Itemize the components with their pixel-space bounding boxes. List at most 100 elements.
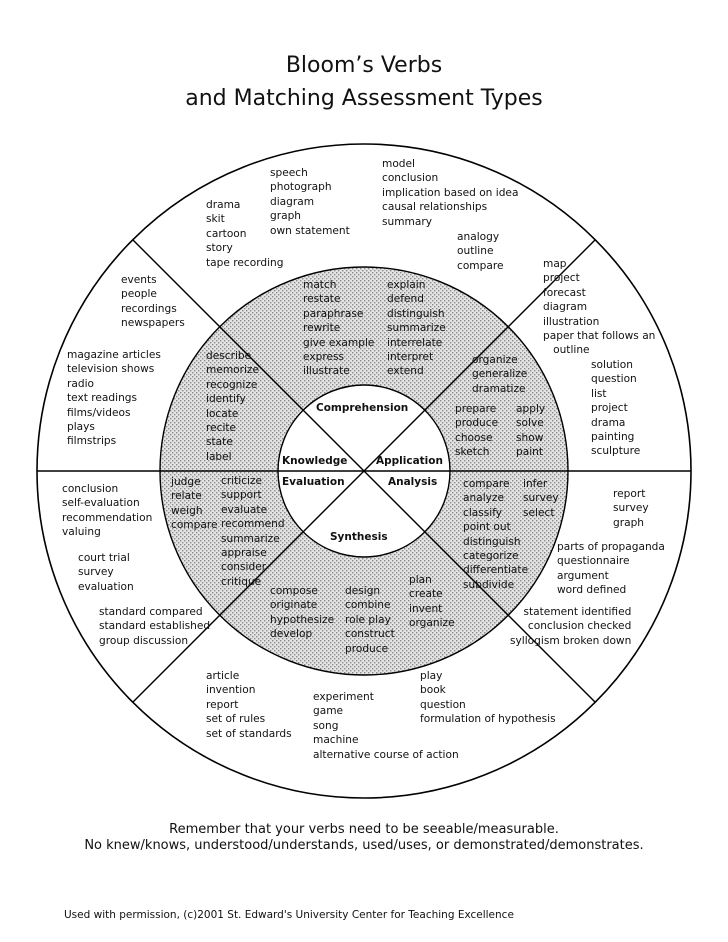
verbs-evaluation-a-item: relate bbox=[171, 490, 202, 503]
verbs-comprehension-b-item: explain bbox=[387, 279, 426, 291]
verbs-evaluation-b-item: summarize bbox=[221, 532, 280, 545]
verbs-synthesis-c-item: plan bbox=[409, 574, 432, 586]
verbs-evaluation-a-item: weigh bbox=[171, 504, 203, 517]
assessments-upper-left-2-item: filmstrips bbox=[67, 435, 117, 448]
assessments-upper-left-1-item: newspapers bbox=[121, 317, 185, 330]
assessments-lower-left-3-item: standard compared bbox=[99, 606, 203, 618]
assessments-upper-right-1-item: map bbox=[543, 258, 567, 270]
verbs-knowledge-item: memorize bbox=[206, 364, 260, 377]
assessments-top-2-item: graph bbox=[270, 210, 302, 223]
assessments-upper-left-2-item: magazine articles bbox=[67, 349, 161, 361]
assessments-top-3-item: causal relationships bbox=[382, 201, 488, 214]
verbs-analysis-a-item: distinguish bbox=[463, 535, 521, 548]
category-synthesis: Synthesis bbox=[330, 531, 388, 543]
assessments-bottom-3-item: play bbox=[420, 670, 443, 682]
assessments-upper-left-2-item: text readings bbox=[67, 392, 138, 405]
assessments-bottom-2-item: alternative course of action bbox=[313, 748, 459, 761]
assessments-upper-right-1-item: illustration bbox=[543, 315, 600, 328]
verbs-knowledge-item: recognize bbox=[206, 378, 258, 391]
verbs-comprehension-a-item: restate bbox=[303, 293, 341, 306]
verbs-knowledge-item: label bbox=[206, 450, 232, 463]
assessments-bottom-1-item: set of standards bbox=[206, 727, 292, 740]
verbs-evaluation-a-item: judge bbox=[171, 476, 201, 488]
verbs-comprehension-b-item: distinguish bbox=[387, 307, 445, 320]
assessments-top-4-item: analogy bbox=[457, 231, 500, 243]
verbs-comprehension-a-item: give example bbox=[303, 336, 375, 349]
verbs-synthesis-b-item: construct bbox=[345, 628, 395, 641]
verbs-synthesis-c-item: organize bbox=[409, 617, 455, 630]
verbs-evaluation-b-item: consider bbox=[221, 561, 267, 574]
verbs-analysis-a-item: compare bbox=[463, 478, 510, 490]
verbs-analysis-a-item: categorize bbox=[463, 550, 519, 563]
category-evaluation: Evaluation bbox=[282, 476, 345, 488]
assessments-lower-right-3-item: conclusion checked bbox=[527, 620, 632, 633]
verbs-synthesis-b-item: role play bbox=[345, 613, 391, 626]
assessments-top-3-item: conclusion bbox=[382, 172, 439, 185]
verbs-analysis-b-item: survey bbox=[523, 492, 559, 505]
assessments-lower-left-1-item: self-evaluation bbox=[62, 497, 140, 510]
verbs-comprehension-b-item: summarize bbox=[387, 322, 446, 335]
assessments-lower-right-2-item: argument bbox=[557, 569, 609, 582]
category-comprehension: Comprehension bbox=[316, 402, 409, 414]
verbs-evaluation-b-item: evaluate bbox=[221, 503, 268, 516]
note-line-1: Remember that your verbs need to be seea… bbox=[169, 822, 559, 837]
verbs-application-c-item: apply bbox=[516, 403, 546, 415]
assessments-lower-right-2-item: questionnaire bbox=[557, 555, 630, 568]
assessments-bottom-3-item: book bbox=[420, 684, 446, 697]
verbs-evaluation-b-item: recommend bbox=[221, 518, 285, 531]
assessments-lower-left-3-item: standard established bbox=[99, 620, 211, 633]
verbs-knowledge-item: recite bbox=[206, 422, 237, 435]
verbs-synthesis-b-item: combine bbox=[345, 599, 391, 612]
verbs-synthesis-c-item: invent bbox=[409, 602, 443, 615]
assessments-top-3-item: model bbox=[382, 158, 415, 170]
verbs-knowledge-item: identify bbox=[206, 393, 246, 406]
assessments-top-4-item: compare bbox=[457, 259, 504, 272]
verbs-evaluation-b-item: critique bbox=[221, 575, 262, 588]
verbs-application-c-item: show bbox=[516, 431, 544, 444]
verbs-evaluation-b-item: support bbox=[221, 489, 262, 502]
verbs-analysis-a-item: classify bbox=[463, 506, 503, 519]
assessments-lower-left-2-item: court trial bbox=[78, 552, 130, 564]
assessments-upper-right-2-item: question bbox=[591, 373, 637, 386]
title-line-1: Bloom’s Verbs bbox=[285, 53, 443, 78]
assessments-upper-right-2-item: project bbox=[591, 402, 628, 415]
assessments-upper-right-2-item: solution bbox=[591, 359, 633, 371]
verbs-evaluation-a-item: compare bbox=[171, 519, 218, 532]
assessments-lower-left-2-item: evaluation bbox=[78, 580, 134, 593]
verbs-analysis-b-item: select bbox=[523, 506, 555, 519]
assessments-upper-left-1-item: recordings bbox=[121, 302, 177, 315]
assessments-upper-left-2-item: radio bbox=[67, 377, 94, 390]
assessments-top-4-item: outline bbox=[457, 245, 494, 258]
verbs-comprehension-a-item: illustrate bbox=[303, 365, 350, 378]
verbs-application-c-item: paint bbox=[516, 446, 544, 459]
verbs-application-c-item: solve bbox=[516, 417, 544, 430]
diagonal-divider-b bbox=[132, 239, 596, 703]
assessments-lower-right-3-item: syllogism broken down bbox=[510, 634, 632, 647]
assessments-top-3-item: summary bbox=[382, 215, 432, 228]
assessments-bottom-2-item: machine bbox=[313, 734, 359, 747]
verbs-knowledge-item: describe bbox=[206, 350, 252, 362]
assessments-bottom-3-item: question bbox=[420, 698, 466, 711]
verbs-synthesis-b-item: produce bbox=[345, 642, 389, 655]
verbs-comprehension-b-item: defend bbox=[387, 293, 424, 306]
verbs-application-a-item: generalize bbox=[472, 368, 528, 381]
assessments-top-3-item: implication based on idea bbox=[382, 186, 519, 199]
assessments-upper-right-2-item: drama bbox=[591, 416, 626, 429]
verbs-analysis-a-item: point out bbox=[463, 521, 511, 534]
assessments-bottom-3-item: formulation of hypothesis bbox=[420, 713, 556, 726]
verbs-synthesis-a-item: originate bbox=[270, 599, 318, 612]
